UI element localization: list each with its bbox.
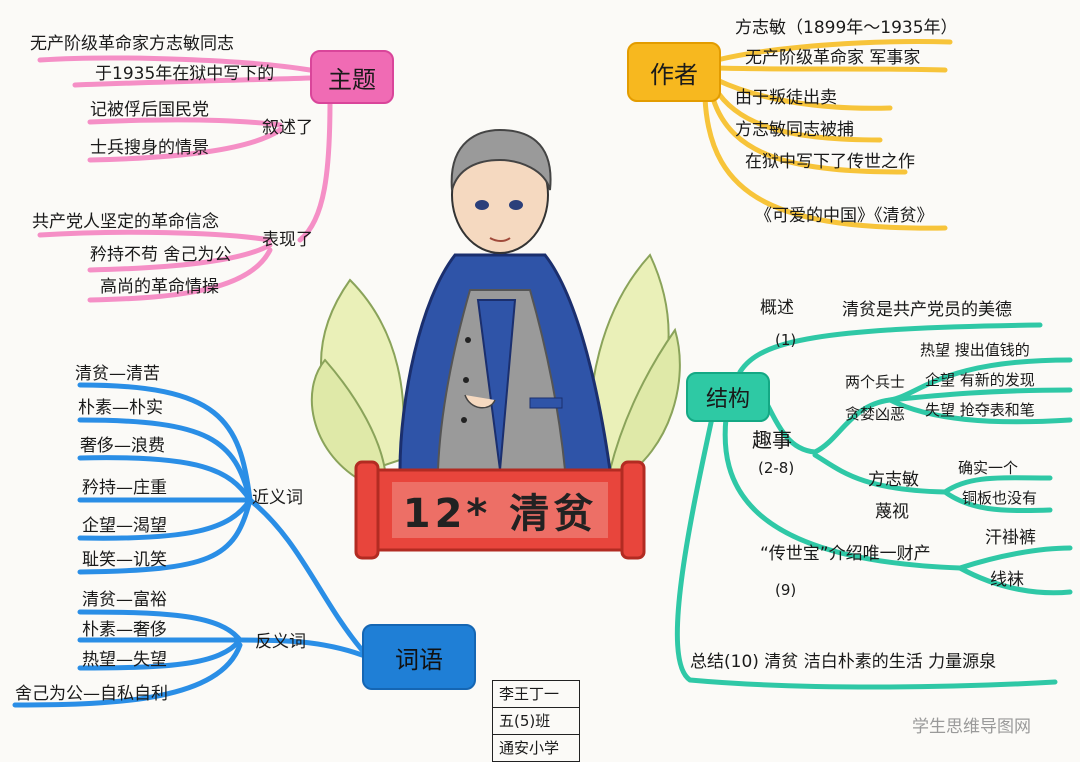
structure-heirloom-num: (9): [775, 581, 797, 599]
words-branches: [12, 382, 365, 708]
topic-node[interactable]: 主题: [310, 50, 394, 104]
synonym-pair: 耻笑—讥笑: [82, 550, 167, 570]
synonym-pair: 奢侈—浪费: [80, 436, 165, 456]
portrait-figure: [398, 128, 612, 472]
antonym-pair: 朴素—奢侈: [82, 620, 167, 640]
author-line: 方志敏（1899年～1935年）: [735, 18, 958, 38]
structure-fang-sub: 蔑视: [875, 502, 909, 522]
structure-soldiers-label: 两个兵士: [845, 373, 906, 391]
topic-line: 记被俘后国民党: [90, 100, 209, 120]
student-name: 李王丁一: [493, 681, 579, 708]
topic-express-label: 表现了: [262, 230, 313, 250]
structure-soldier-item: 企望 有新的发现: [925, 371, 1035, 389]
author-line: 方志敏同志被捕: [735, 120, 854, 140]
structure-soldier-item: 热望 搜出值钱的: [920, 341, 1030, 359]
student-info-box: 李王丁一 五(5)班 通安小学: [492, 680, 580, 762]
structure-overview-num: (1): [775, 331, 797, 349]
structure-overview-label: 概述: [760, 298, 794, 318]
structure-summary: 总结(10) 清贫 洁白朴素的生活 力量源泉: [690, 652, 997, 672]
structure-branches: [674, 322, 1073, 690]
synonym-pair: 矜持—庄重: [82, 478, 167, 498]
author-branches: [702, 39, 953, 231]
student-school: 通安小学: [499, 739, 560, 757]
author-line: 在狱中写下了传世之作: [745, 152, 915, 172]
topic-branches: [37, 55, 333, 303]
student-class: 五(5)班: [493, 708, 579, 735]
structure-fang-label: 方志敏: [868, 470, 919, 490]
synonym-pair: 朴素—朴实: [78, 398, 163, 418]
antonym-pair: 舍己为公—自私自利: [15, 684, 168, 704]
author-line: 由于叛徒出卖: [735, 88, 837, 108]
words-antonym-label: 反义词: [255, 632, 306, 652]
topic-express-line: 高尚的革命情操: [100, 277, 219, 297]
watermark: 学生思维导图网: [912, 717, 1031, 737]
title-scroll: [354, 460, 646, 560]
topic-express-line: 共产党人坚定的革命信念: [32, 212, 219, 232]
structure-heirloom-item: 线袜: [990, 570, 1024, 590]
topic-line: 士兵搜身的情景: [90, 138, 209, 158]
structure-fang-item: 铜板也没有: [962, 489, 1038, 507]
topic-line: 于1935年在狱中写下的: [95, 64, 275, 84]
title-text: 12* 清贫: [402, 491, 598, 537]
author-line: 无产阶级革命家 军事家: [745, 48, 921, 68]
words-synonym-label: 近义词: [252, 488, 303, 508]
topic-express-line: 矜持不苟 舍己为公: [90, 245, 232, 265]
structure-node[interactable]: 结构: [686, 372, 770, 422]
topic-narrate-label: 叙述了: [262, 118, 313, 138]
structure-heirloom-label: “传世宝”介绍唯一财产: [760, 544, 931, 564]
words-node[interactable]: 词语: [362, 624, 476, 690]
topic-line: 无产阶级革命家方志敏同志: [30, 34, 234, 54]
author-node[interactable]: 作者: [627, 42, 721, 102]
structure-heirloom-item: 汗褂裤: [985, 528, 1036, 548]
structure-story-label: 趣事: [752, 428, 792, 452]
structure-soldier-item: 失望 抢夺表和笔: [925, 401, 1035, 419]
structure-story-num: (2-8): [758, 459, 795, 477]
author-line: 《可爱的中国》《清贫》: [755, 206, 934, 226]
synonym-pair: 清贫—清苦: [75, 364, 160, 384]
structure-fang-item: 确实一个: [958, 459, 1019, 477]
antonym-pair: 热望—失望: [82, 650, 167, 670]
antonym-pair: 清贫—富裕: [82, 590, 167, 610]
structure-soldiers-sub: 贪婪凶恶: [845, 405, 906, 423]
structure-overview-text: 清贫是共产党员的美德: [842, 300, 1012, 320]
synonym-pair: 企望—渴望: [82, 516, 167, 536]
